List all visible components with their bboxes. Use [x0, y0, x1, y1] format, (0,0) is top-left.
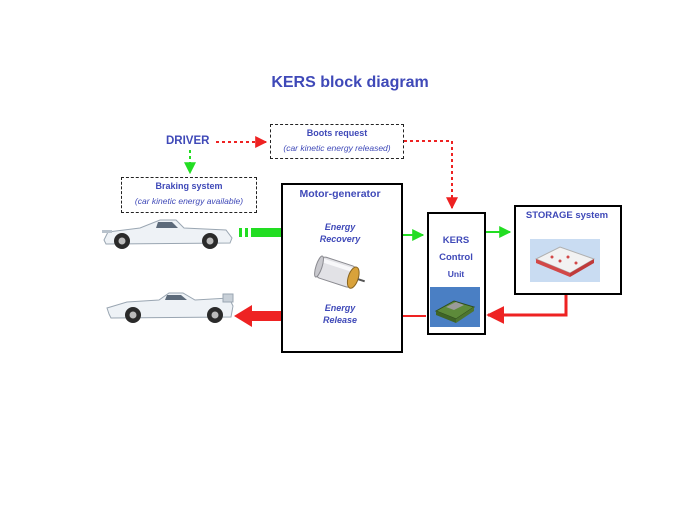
energy-release-label: Energy Release	[300, 302, 380, 326]
kers-label-line2: Control	[439, 252, 473, 263]
energy-recovery-label: Energy Recovery	[300, 221, 380, 245]
energy-recovery-line1: Energy	[324, 222, 356, 232]
kers-label-line3: Unit	[447, 269, 465, 279]
control-unit-board-icon	[430, 287, 480, 327]
kers-control-unit-label: KERS Control Unit	[427, 232, 485, 283]
race-car-braking-icon	[102, 219, 233, 249]
energy-recovery-line2: Recovery	[319, 234, 361, 244]
driver-label: DRIVER	[166, 135, 210, 147]
storage-system-title: STORAGE system	[525, 210, 609, 221]
energy-release-line2: Release	[322, 315, 358, 325]
motor-generator-title: Motor-generator	[299, 188, 381, 200]
kers-label-line1: KERS	[442, 235, 470, 246]
energy-release-line1: Energy	[324, 303, 356, 313]
diagram-title: KERS block diagram	[271, 74, 429, 91]
storage-to-kers-arrow	[486, 291, 568, 324]
boots-request-box: Boots request (car kinetic energy releas…	[270, 124, 404, 159]
race-car-accelerating-icon	[106, 292, 234, 323]
battery-pack-icon	[530, 239, 600, 282]
braking-system-title: Braking system	[155, 181, 223, 191]
boots-request-title: Boots request	[306, 128, 368, 138]
braking-system-subtitle: (car kinetic energy available)	[134, 196, 244, 206]
braking-system-box: Braking system (car kinetic energy avail…	[121, 177, 257, 213]
boots-to-kers-arrow	[404, 140, 458, 210]
boots-request-subtitle: (car kinetic energy released)	[283, 143, 391, 153]
electric-motor-icon	[314, 255, 365, 289]
